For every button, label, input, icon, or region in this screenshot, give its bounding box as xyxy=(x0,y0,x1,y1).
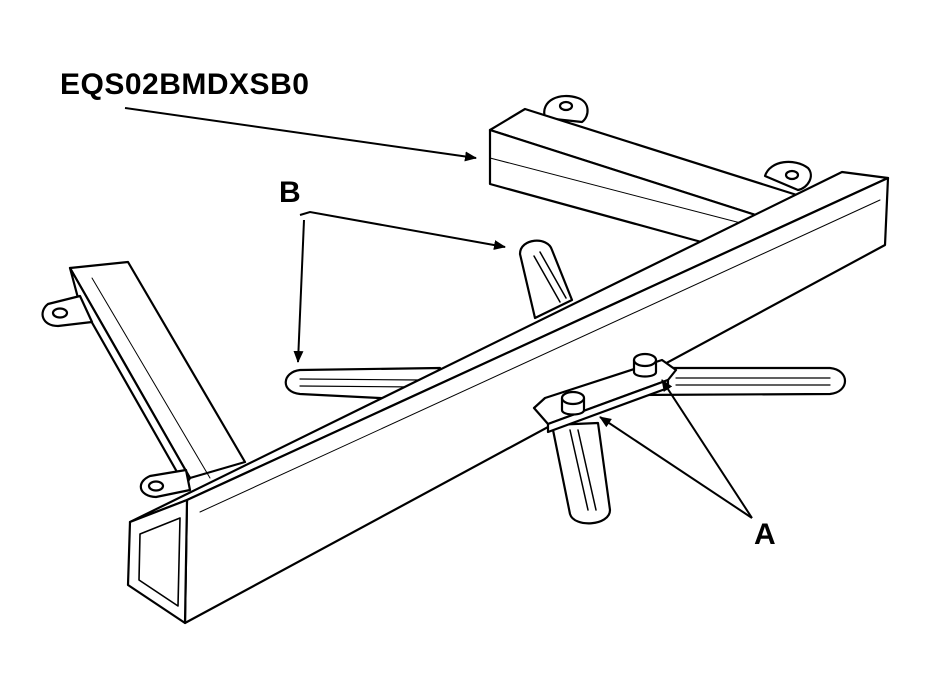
left-side-rail xyxy=(43,262,245,497)
part-number-leader-arrow xyxy=(125,108,477,162)
bolt-left xyxy=(562,392,584,415)
callout-b-leader-arrow-2 xyxy=(293,220,304,363)
slotted-arm-front xyxy=(552,423,610,523)
part-number-label: EQS02BMDXSB0 xyxy=(60,68,310,101)
slotted-arm-rear xyxy=(520,241,572,318)
callout-a-leader-arrow-1 xyxy=(599,417,752,518)
main-beam xyxy=(128,172,888,623)
bolt-right xyxy=(634,354,656,377)
callout-b-leader-arrow-1 xyxy=(300,212,506,250)
callout-a-leader-arrow-2 xyxy=(662,379,752,518)
callout-a-label: A xyxy=(754,518,776,551)
left-rail-lug-bottom xyxy=(141,470,190,497)
rear-crossbar xyxy=(490,96,811,243)
slotted-arm-right xyxy=(630,368,845,395)
callout-b-label: B xyxy=(279,176,301,209)
